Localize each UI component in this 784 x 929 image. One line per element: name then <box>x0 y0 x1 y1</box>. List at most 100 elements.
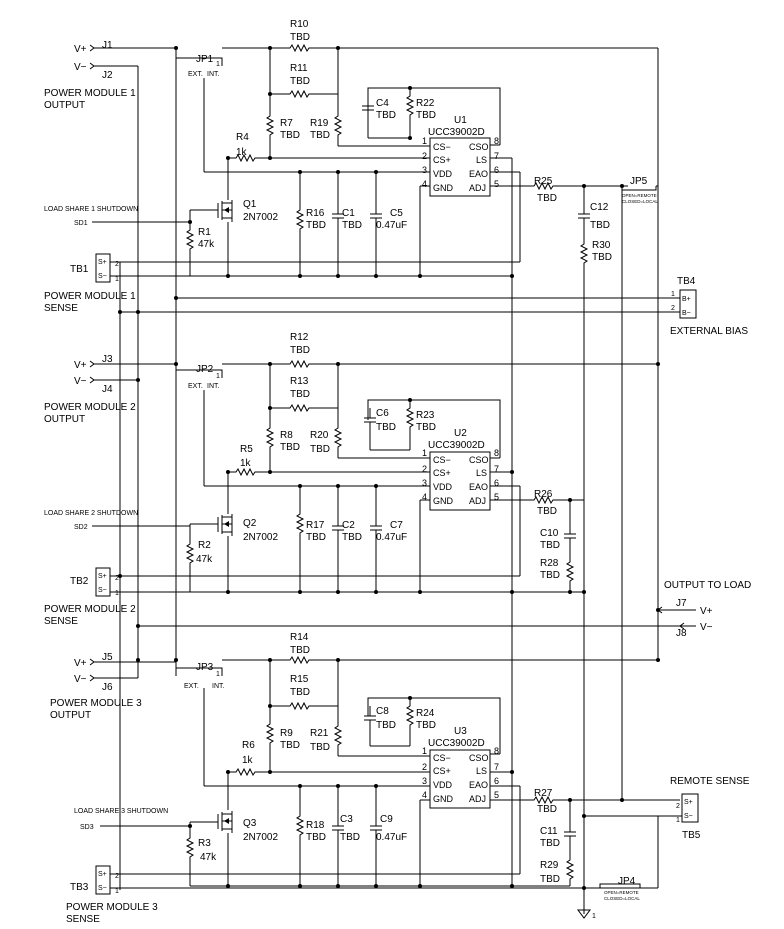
label-pm3-sense-2: SENSE <box>66 914 100 925</box>
pin-label: GND <box>433 496 454 506</box>
label-pm2-sense-2: SENSE <box>44 616 78 627</box>
label-u2: U2 <box>454 428 467 439</box>
ic-u2 <box>429 451 491 511</box>
label-r9-val: TBD <box>280 740 300 751</box>
pin-label: GND <box>433 794 454 804</box>
label-j2: J2 <box>102 70 113 81</box>
label-r23-val: TBD <box>416 422 436 433</box>
label-tb2-splus: S+ <box>98 573 107 580</box>
label-r24: R24 <box>416 708 435 719</box>
label-c6: C6 <box>376 408 389 419</box>
label-r10: R10 <box>290 19 309 30</box>
label-output-to-load: OUTPUT TO LOAD <box>664 580 751 591</box>
transistor-q1 <box>190 200 233 222</box>
label-r22-val: TBD <box>416 110 436 121</box>
label-r3: R3 <box>198 838 211 849</box>
label-q1-part: 2N7002 <box>243 212 278 223</box>
label-r4: R4 <box>236 132 249 143</box>
label-tb4-pin2: 2 <box>671 305 675 312</box>
label-r26: R26 <box>534 489 553 500</box>
label-c4-val: TBD <box>376 110 396 121</box>
label-tb1: TB1 <box>70 264 89 275</box>
label-r1: R1 <box>198 227 211 238</box>
label-jp5-note1: OPEN=REMOTE <box>622 193 657 198</box>
pin-label: ADJ <box>469 496 486 506</box>
pin-label: VDD <box>433 780 453 790</box>
label-r25: R25 <box>534 176 553 187</box>
label-r14: R14 <box>290 632 309 643</box>
section-power-module-1: V+ V− J1 J2 POWER MODULE 1 OUTPUT JP1 1 … <box>44 19 748 914</box>
label-r8-val: TBD <box>280 442 300 453</box>
label-pm3-output-2: OUTPUT <box>50 710 91 721</box>
pin-label: CS+ <box>433 766 451 776</box>
label-r12: R12 <box>290 332 309 343</box>
label-jp5-note2: CLOSED=LOCAL <box>622 199 658 204</box>
label-tb3: TB3 <box>70 882 89 893</box>
label-r15: R15 <box>290 674 309 685</box>
label-c2-val: TBD <box>342 532 362 543</box>
label-tb3-pin1: 1 <box>115 888 119 895</box>
ic-u3 <box>429 749 491 809</box>
label-c12-val: TBD <box>590 220 610 231</box>
label-r10-val: TBD <box>290 32 310 43</box>
label-r28: R28 <box>540 558 559 569</box>
label-r13: R13 <box>290 376 309 387</box>
pin-number: 2 <box>422 762 427 772</box>
label-j7-v-plus: V+ <box>700 606 713 617</box>
pin-number: 3 <box>422 478 427 488</box>
label-c12: C12 <box>590 202 609 213</box>
label-r21-val: TBD <box>310 742 330 753</box>
label-tb4: TB4 <box>677 276 696 287</box>
label-r30-val: TBD <box>592 252 612 263</box>
label-tb1-pin2: 2 <box>115 261 119 268</box>
terminal-block-tb5 <box>681 793 699 823</box>
ground-icon <box>577 909 591 919</box>
label-c9: C9 <box>380 814 393 825</box>
pin-label: EAO <box>469 169 488 179</box>
label-r4-val: 1k <box>236 147 248 158</box>
ic-u1 <box>429 137 491 197</box>
label-jp1-pin1: 1 <box>216 61 220 68</box>
label-c8-val: TBD <box>376 720 396 731</box>
pin-number: 4 <box>422 790 427 800</box>
pin-number: 4 <box>422 179 427 189</box>
label-r24-val: TBD <box>416 720 436 731</box>
label-q3: Q3 <box>243 818 257 829</box>
pin-label: LS <box>476 155 487 165</box>
terminal-block-tb4 <box>679 289 697 319</box>
label-tb4-bplus: B+ <box>682 296 691 303</box>
pin-label: CSO <box>469 455 489 465</box>
label-c10-val: TBD <box>540 540 560 551</box>
pin-label: LS <box>476 766 487 776</box>
label-v-minus: V− <box>74 62 87 73</box>
label-r8: R8 <box>280 430 293 441</box>
terminal-block-tb2 <box>95 567 111 597</box>
pin-label: CS− <box>433 142 451 152</box>
label-pm3-sense-1: POWER MODULE 3 <box>66 902 158 913</box>
label-pm2-output-1: POWER MODULE 2 <box>44 402 136 413</box>
pin-number: 7 <box>494 762 499 772</box>
pin-number: 2 <box>422 464 427 474</box>
label-u3: U3 <box>454 726 467 737</box>
label-tb1-sminus: S− <box>98 273 107 280</box>
label-r11-val: TBD <box>290 76 310 87</box>
label-pm2-output-2: OUTPUT <box>44 414 85 425</box>
label-r2: R2 <box>198 540 211 551</box>
pin-label: ADJ <box>469 183 486 193</box>
label-jp5: JP5 <box>630 176 648 187</box>
label-u3-part: UCC39002D <box>428 738 485 749</box>
label-c3: C3 <box>340 814 353 825</box>
label-r18-val: TBD <box>306 832 326 843</box>
label-ground-pin: 1 <box>592 913 596 920</box>
label-v-plus: V+ <box>74 44 87 55</box>
transistor-q2 <box>190 514 233 536</box>
pin-number: 7 <box>494 151 499 161</box>
label-tb1-pin1: 1 <box>115 276 119 283</box>
label-ls1: LOAD SHARE 1 SHUTDOWN <box>44 206 138 213</box>
pin-number: 5 <box>494 790 499 800</box>
label-j6: J6 <box>102 682 113 693</box>
label-q3-part: 2N7002 <box>243 832 278 843</box>
label-r20-val: TBD <box>310 444 330 455</box>
label-r17: R17 <box>306 520 325 531</box>
